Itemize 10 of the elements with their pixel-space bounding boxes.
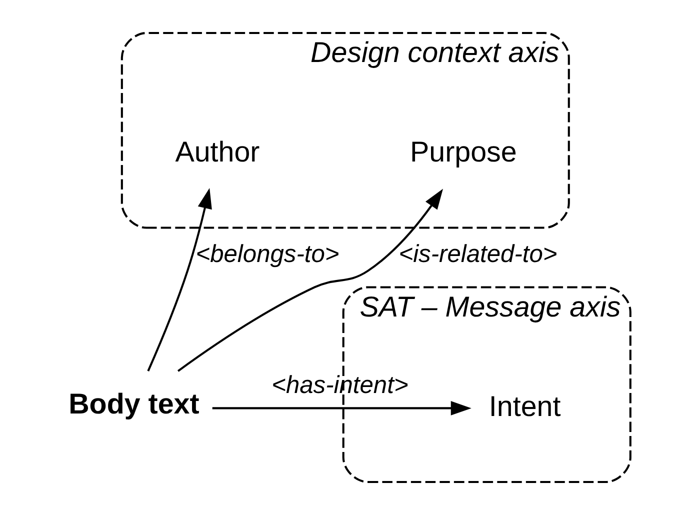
arrow [212, 401, 471, 416]
node-text: Body text [68, 388, 199, 421]
edge-label: <belongs-to> [195, 240, 339, 268]
node-text: Intent [488, 390, 560, 423]
arrow [146, 188, 212, 372]
edge-label: <has-intent> [271, 372, 408, 400]
node-text: Purpose [409, 136, 516, 169]
edge-label: <is-related-to> [398, 240, 557, 268]
arrow [176, 188, 443, 372]
node-text: Author [174, 136, 260, 169]
